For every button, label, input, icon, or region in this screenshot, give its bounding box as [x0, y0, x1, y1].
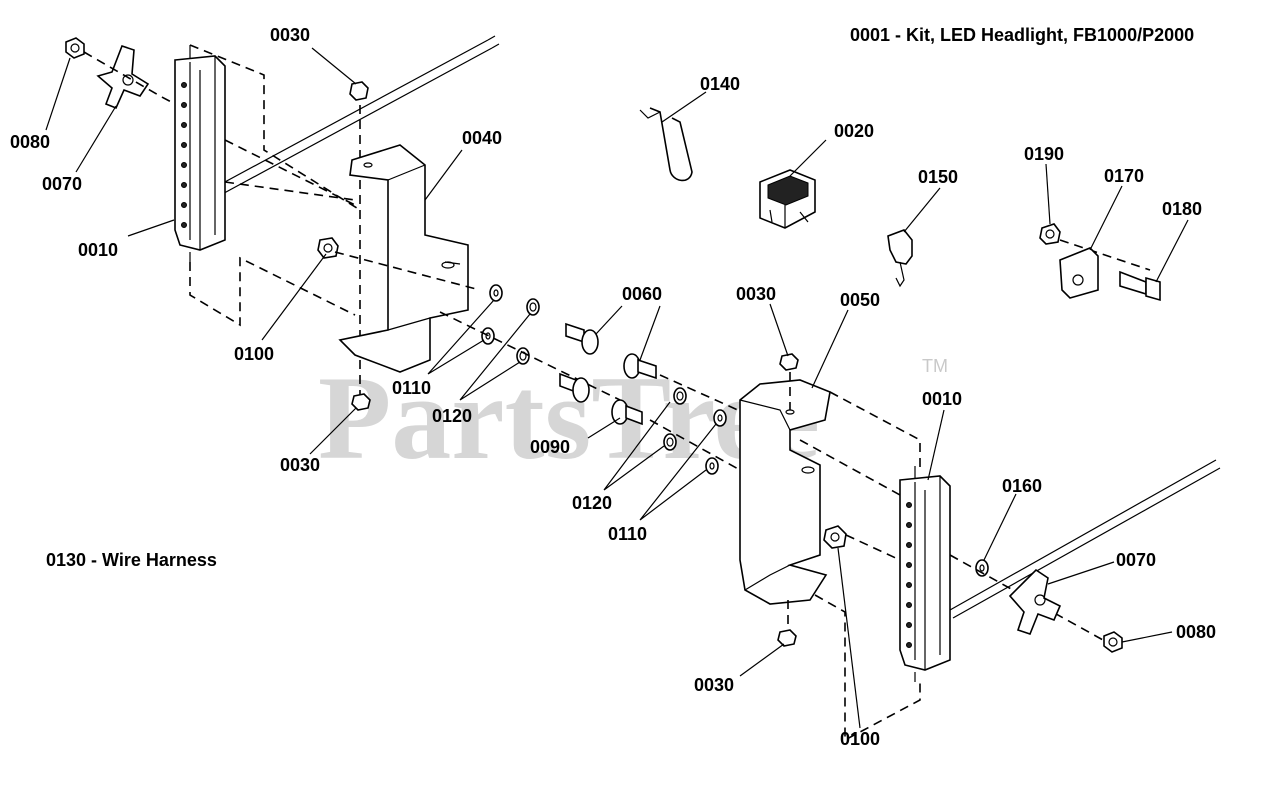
bolt-right-upper: [623, 353, 657, 380]
callout-label: 0100: [234, 344, 274, 364]
callout-label: 0020: [834, 121, 874, 141]
nut-bottom-right: [777, 629, 797, 647]
callout-label: 0070: [42, 174, 82, 194]
right-nut: [1103, 631, 1123, 653]
left-knob: [96, 44, 150, 110]
nut-bottom-left: [351, 393, 371, 411]
callout-label: 0070: [1116, 550, 1156, 570]
left-fastener-axis: [334, 251, 481, 291]
leader-lines: [45, 47, 1189, 729]
callout-label: 0100: [840, 729, 880, 749]
callout-label: 0030: [694, 675, 734, 695]
right-knob: [1008, 568, 1062, 635]
right-lower-dash: [814, 594, 921, 742]
nut-top-left: [349, 81, 369, 101]
left-mid-dash: [224, 139, 356, 206]
cable-tie: [639, 107, 693, 182]
connector-0150: [887, 229, 913, 288]
washer-right-upper: [713, 409, 727, 427]
callout-label: 0150: [918, 167, 958, 187]
callout-label: 0170: [1104, 166, 1144, 186]
kit-title: 0001 - Kit, LED Headlight, FB1000/P2000: [850, 25, 1194, 45]
clip-0170: [1059, 247, 1099, 299]
right-bracket: [739, 379, 831, 605]
nut-top-right: [779, 353, 799, 371]
bolt-0180: [1119, 270, 1161, 302]
lockwasher-right-lower: [663, 433, 677, 451]
spacer-0190: [1039, 223, 1061, 245]
callout-label: 0030: [280, 455, 320, 475]
left-bracket: [338, 144, 469, 373]
right-led-light: [899, 466, 951, 682]
flange-nut-left: [317, 237, 339, 259]
callout-label: 0030: [736, 284, 776, 304]
callout-label: 0010: [78, 240, 118, 260]
left-nut: [65, 37, 85, 59]
left-lower-dash: [189, 256, 356, 327]
callout-label: 0180: [1162, 199, 1202, 219]
callout-label: 0120: [572, 493, 612, 513]
wire-harness-label: 0130 - Wire Harness: [46, 550, 217, 570]
bolt-0060: [565, 322, 599, 355]
washer-left-upper: [489, 284, 503, 302]
clip-axis: [1059, 239, 1151, 271]
left-upper-dash: [189, 44, 361, 211]
callout-label: 0110: [608, 524, 647, 544]
right-upper-dash: [829, 391, 921, 470]
lockwasher-right-upper: [673, 387, 687, 405]
right-mid-dash: [799, 439, 901, 561]
callout-label: 0160: [1002, 476, 1042, 496]
flange-nut-right: [823, 525, 847, 549]
bolt-0090: [559, 372, 590, 403]
callout-label: 0030: [270, 25, 310, 45]
rocker-switch: [759, 169, 816, 229]
callout-label: 0080: [10, 132, 50, 152]
callout-label: 0090: [530, 437, 570, 457]
callout-label: 0040: [462, 128, 502, 148]
lockwasher-left-upper: [526, 298, 540, 316]
callout-label: 0060: [622, 284, 662, 304]
callout-label: 0120: [432, 406, 472, 426]
washer-right-lower: [705, 457, 719, 475]
bolt-right-lower: [611, 399, 643, 426]
right-light-wire: [949, 459, 1221, 619]
trademark-mark: TM: [922, 356, 948, 376]
callout-label: 0050: [840, 290, 880, 310]
callout-label: 0010: [922, 389, 962, 409]
left-led-light: [174, 45, 226, 262]
callout-label: 0080: [1176, 622, 1216, 642]
left-light-wire: [209, 35, 500, 199]
watermark-text: PartsTree: [318, 351, 820, 484]
lockwasher-left-lower: [516, 347, 530, 365]
callout-label: 0190: [1024, 144, 1064, 164]
callout-label: 0140: [700, 74, 740, 94]
callout-label: 0110: [392, 378, 431, 398]
